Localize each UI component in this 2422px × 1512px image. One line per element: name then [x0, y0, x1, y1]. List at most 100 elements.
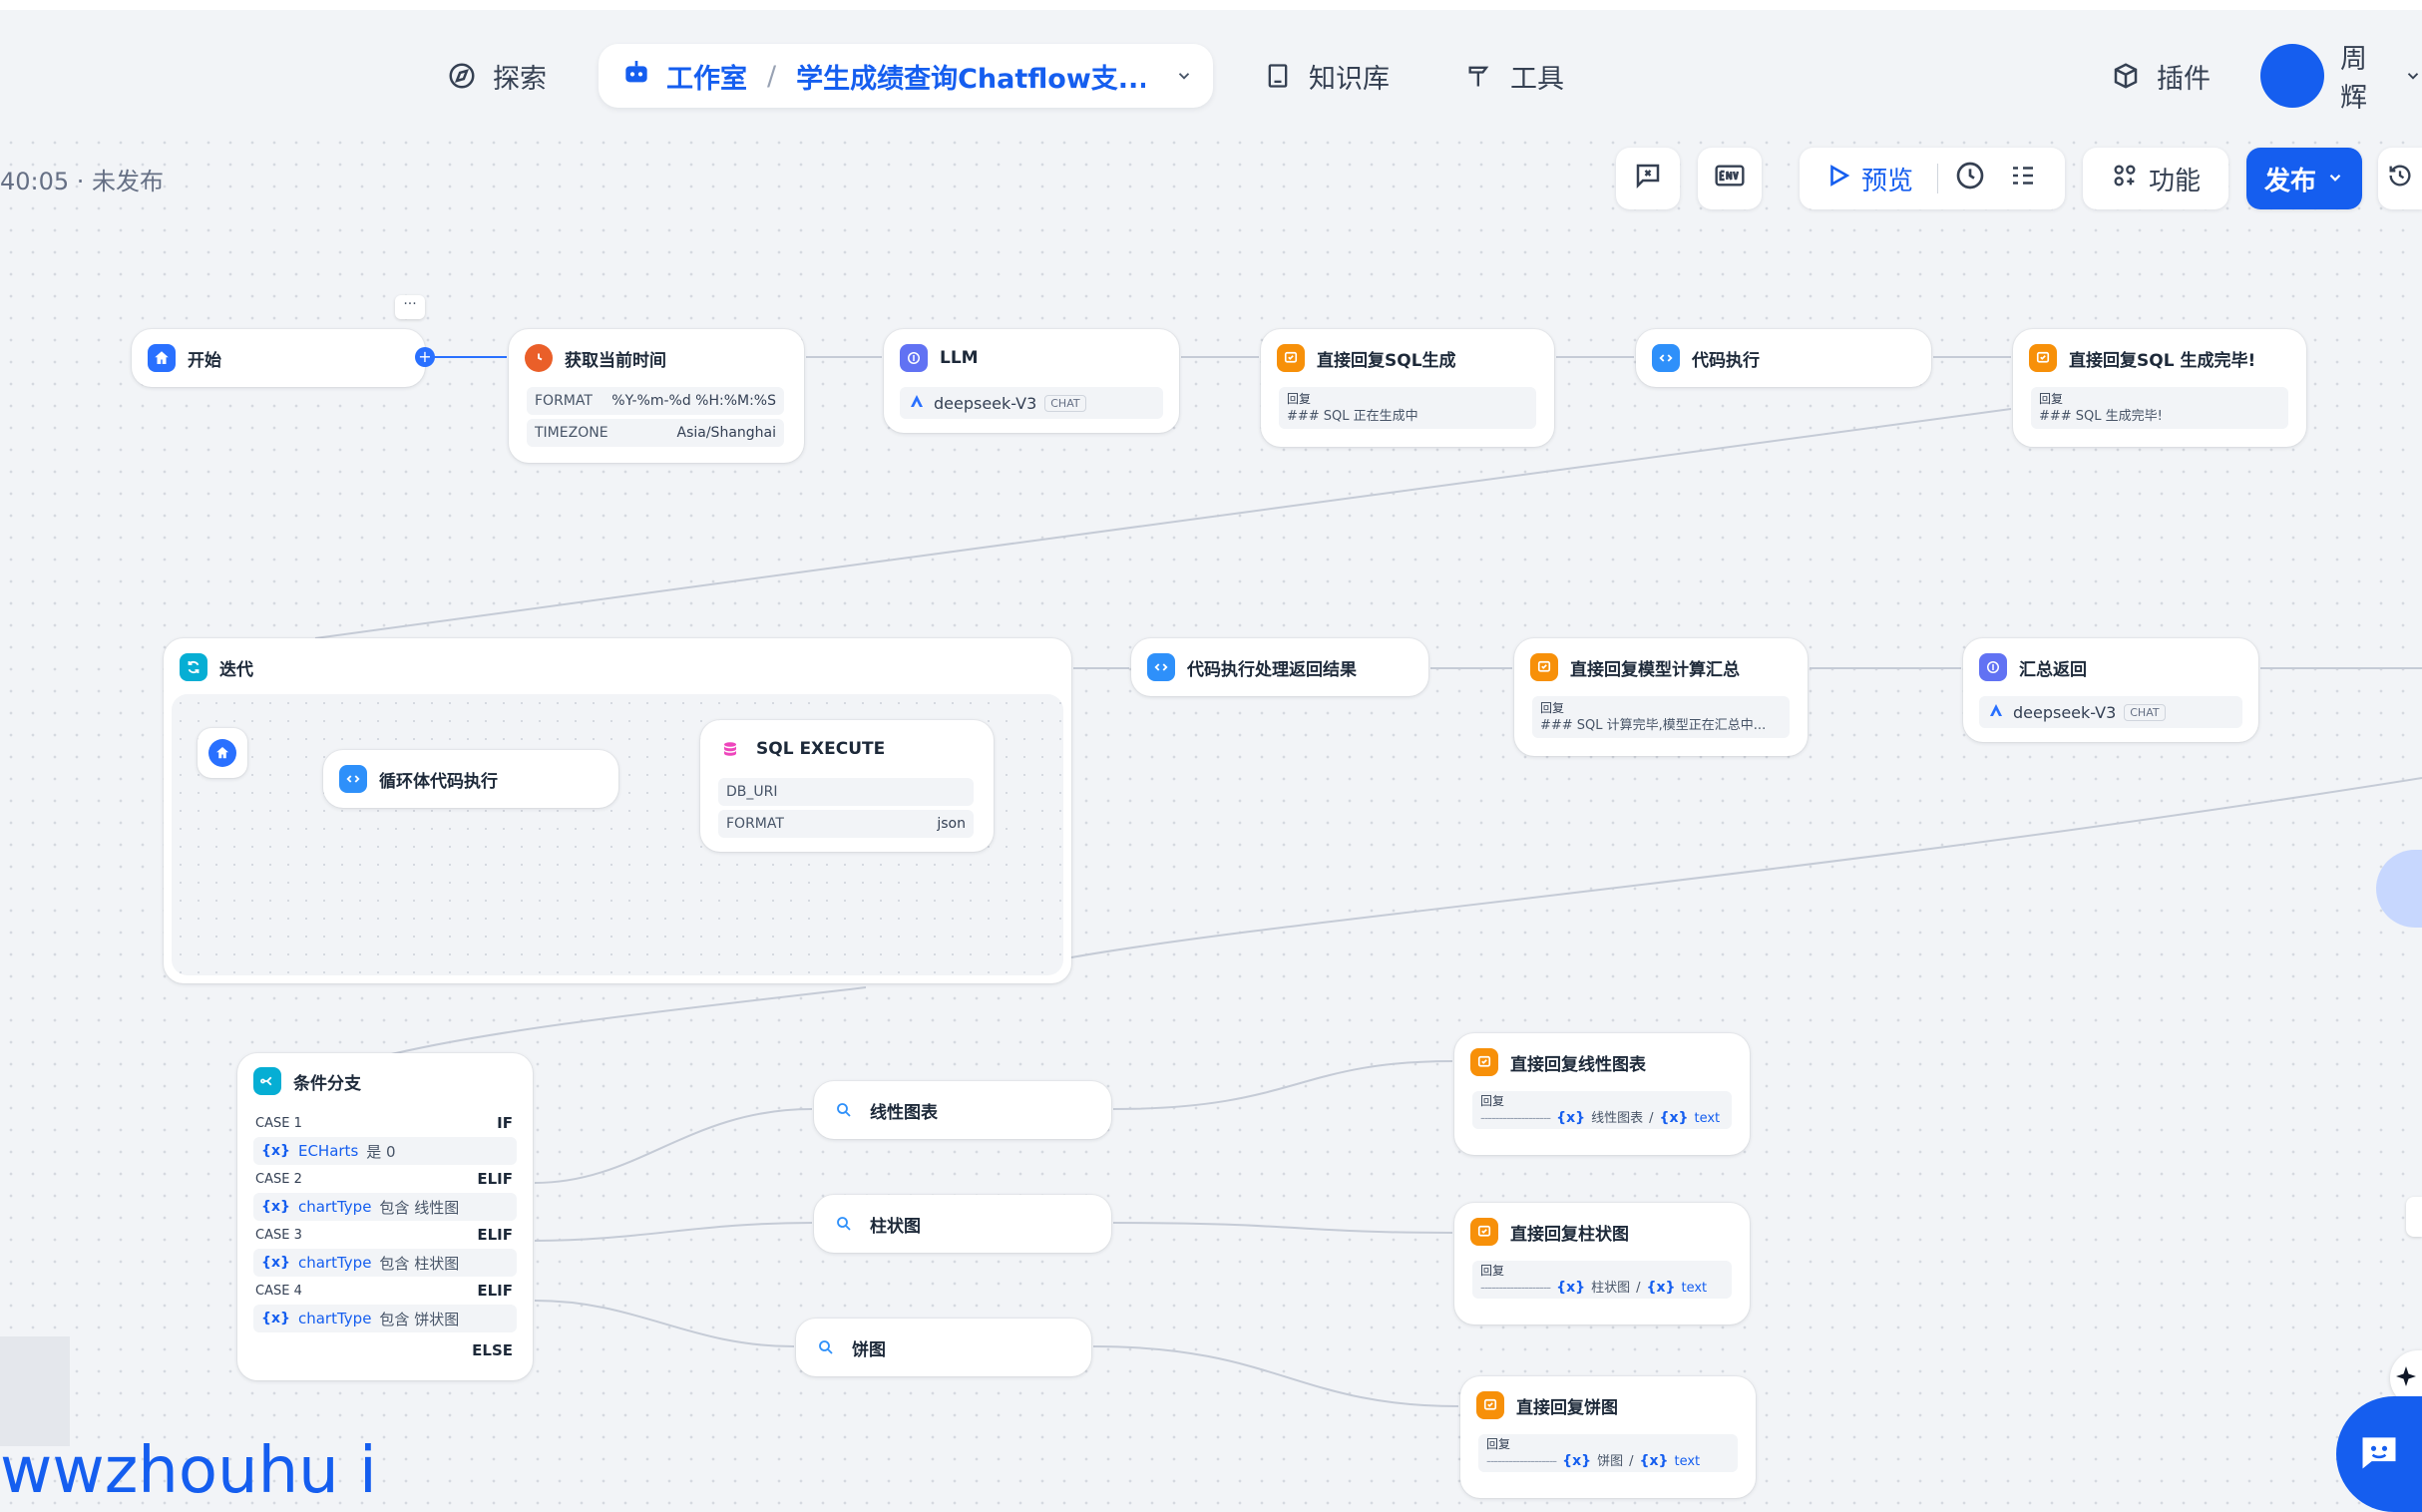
reply-icon [1470, 1048, 1498, 1076]
user-avatar[interactable] [2260, 44, 2324, 108]
checklist-icon[interactable] [2008, 161, 2038, 197]
node-code-process[interactable]: 代码执行处理返回结果 [1131, 638, 1428, 696]
model-selector[interactable]: deepseek-V3 CHAT [900, 387, 1163, 419]
node-reply-line-title: 直接回复线性图表 [1510, 1054, 1646, 1075]
checklist-button[interactable] [1616, 148, 1680, 209]
nav-tools-label: 工具 [1510, 63, 1564, 95]
node-reply-bar[interactable]: 直接回复柱状图 回复 -------------------{x}柱状图/{x}… [1454, 1203, 1750, 1324]
model-logo-icon [908, 392, 926, 414]
node-reply-sql-done[interactable]: 直接回复SQL 生成完毕! 回复 ### SQL 生成完毕! [2013, 329, 2306, 447]
brain-icon [900, 344, 928, 372]
features-button[interactable]: 功能 [2083, 148, 2228, 209]
brain-icon [1979, 653, 2007, 681]
app-name[interactable]: 学生成绩查询Chatflow支... [796, 63, 1146, 95]
reply-icon [1530, 653, 1558, 681]
version-history-button[interactable] [2378, 148, 2422, 209]
add-node-icon[interactable]: + [415, 347, 435, 367]
node-code-exec-title: 代码执行 [1692, 350, 1760, 371]
breadcrumb-separator: / [767, 60, 777, 92]
nav-studio-label[interactable]: 工作室 [666, 63, 747, 95]
branch-icon [253, 1067, 281, 1095]
minimap[interactable] [0, 1336, 70, 1446]
reply-preview: 回复 -------------------{x}柱状图/{x}text [1472, 1261, 1732, 1299]
reply-icon [2029, 344, 2057, 372]
compass-icon [445, 59, 479, 93]
node-start[interactable]: 开始 + [132, 329, 435, 387]
node-iteration-title: 迭代 [219, 659, 253, 680]
node-get-time-title: 获取当前时间 [565, 350, 666, 371]
reply-preview: 回复 ### SQL 生成完毕! [2031, 387, 2288, 429]
reply-preview: 回复 ### SQL 正在生成中 [1279, 387, 1536, 429]
sparkle-icon [2394, 1364, 2418, 1392]
preview-button[interactable]: 预览 [1861, 166, 1914, 196]
param-row: DB_URI [718, 778, 974, 806]
node-code-exec[interactable]: 代码执行 [1636, 329, 1931, 387]
toolbar-divider [1937, 164, 1939, 193]
database-icon [716, 735, 744, 763]
edge-line-reply [1112, 1060, 1453, 1110]
node-reply-bar-title: 直接回复柱状图 [1510, 1224, 1629, 1245]
node-reply-sql-done-title: 直接回复SQL 生成完毕! [2069, 350, 2256, 371]
more-icon[interactable]: ··· [395, 295, 425, 319]
node-loop-code[interactable]: 循环体代码执行 [323, 750, 618, 808]
reply-preview: 回复 -------------------{x}线性图表/{x}text [1472, 1091, 1732, 1129]
node-start-title: 开始 [188, 350, 221, 371]
nav-tools[interactable]: 工具 [1462, 46, 1564, 106]
nav-studio-pill[interactable]: 工作室 / 学生成绩查询Chatflow支... [599, 44, 1213, 108]
edge-case4-pie [534, 1300, 795, 1347]
edge-case2-line [534, 1108, 813, 1184]
user-menu[interactable]: 周辉 [2340, 44, 2422, 114]
node-loop-start[interactable] [198, 728, 247, 778]
node-line-chart[interactable]: 线性图表 [814, 1081, 1111, 1139]
param-row: FORMAT%Y-%m-%d %H:%M:%S [527, 387, 784, 415]
nav-plugins-label: 插件 [2157, 63, 2211, 95]
edge-pie-reply [1092, 1345, 1459, 1407]
edge-reply2-iteration [314, 408, 2012, 639]
node-reply-line[interactable]: 直接回复线性图表 回复 -------------------{x}线性图表/{… [1454, 1033, 1750, 1155]
chat-bubble-icon [2357, 1430, 2401, 1478]
node-reply-pie[interactable]: 直接回复饼图 回复 -------------------{x}饼图/{x}te… [1460, 1376, 1756, 1498]
node-bar-chart[interactable]: 柱状图 [814, 1195, 1111, 1253]
node-summary-title: 汇总返回 [2019, 659, 2087, 680]
collapse-handle[interactable] [2406, 1197, 2422, 1237]
node-if-else-title: 条件分支 [293, 1073, 361, 1094]
node-llm[interactable]: LLM deepseek-V3 CHAT [884, 329, 1179, 433]
nav-explore[interactable]: 探索 [445, 46, 547, 106]
node-pie-chart-title: 饼图 [852, 1339, 886, 1360]
top-nav: 探索 工作室 / 学生成绩查询Chatflow支... 知识库 工具 插件 周辉 [0, 0, 2422, 124]
chat-badge: CHAT [1044, 394, 1086, 412]
code-icon [1147, 653, 1175, 681]
code-icon [1652, 344, 1680, 372]
node-sql-execute-title: SQL EXECUTE [756, 739, 886, 759]
code-icon [339, 765, 367, 793]
node-reply-sql-gen-title: 直接回复SQL生成 [1317, 350, 1456, 371]
nav-plugins[interactable]: 插件 [2109, 46, 2211, 106]
reply-icon [1470, 1218, 1498, 1246]
edge-bar-reply [1112, 1222, 1453, 1234]
reply-preview: 回复 ### SQL 计算完毕,模型正在汇总中... [1532, 696, 1790, 738]
node-summary[interactable]: 汇总返回 deepseek-V3 CHAT [1963, 638, 2258, 742]
chat-support-button[interactable] [2336, 1396, 2422, 1512]
run-history-icon[interactable] [1954, 160, 1986, 198]
node-pie-chart[interactable]: 饼图 [796, 1319, 1091, 1376]
model-name: deepseek-V3 [2013, 702, 2117, 722]
publish-button[interactable]: 发布 [2246, 148, 2362, 209]
robot-icon [620, 57, 652, 96]
nav-knowledge[interactable]: 知识库 [1261, 46, 1390, 106]
chevron-down-icon[interactable] [1175, 61, 1193, 92]
model-selector[interactable]: deepseek-V3 CHAT [1979, 696, 2242, 728]
node-reply-model[interactable]: 直接回复模型计算汇总 回复 ### SQL 计算完毕,模型正在汇总中... [1514, 638, 1808, 756]
chat-badge: CHAT [2124, 703, 2166, 721]
play-icon[interactable] [1825, 163, 1851, 195]
cube-icon [2109, 59, 2143, 93]
node-reply-sql-gen[interactable]: 直接回复SQL生成 回复 ### SQL 正在生成中 [1261, 329, 1554, 447]
env-button[interactable] [1698, 148, 1762, 209]
